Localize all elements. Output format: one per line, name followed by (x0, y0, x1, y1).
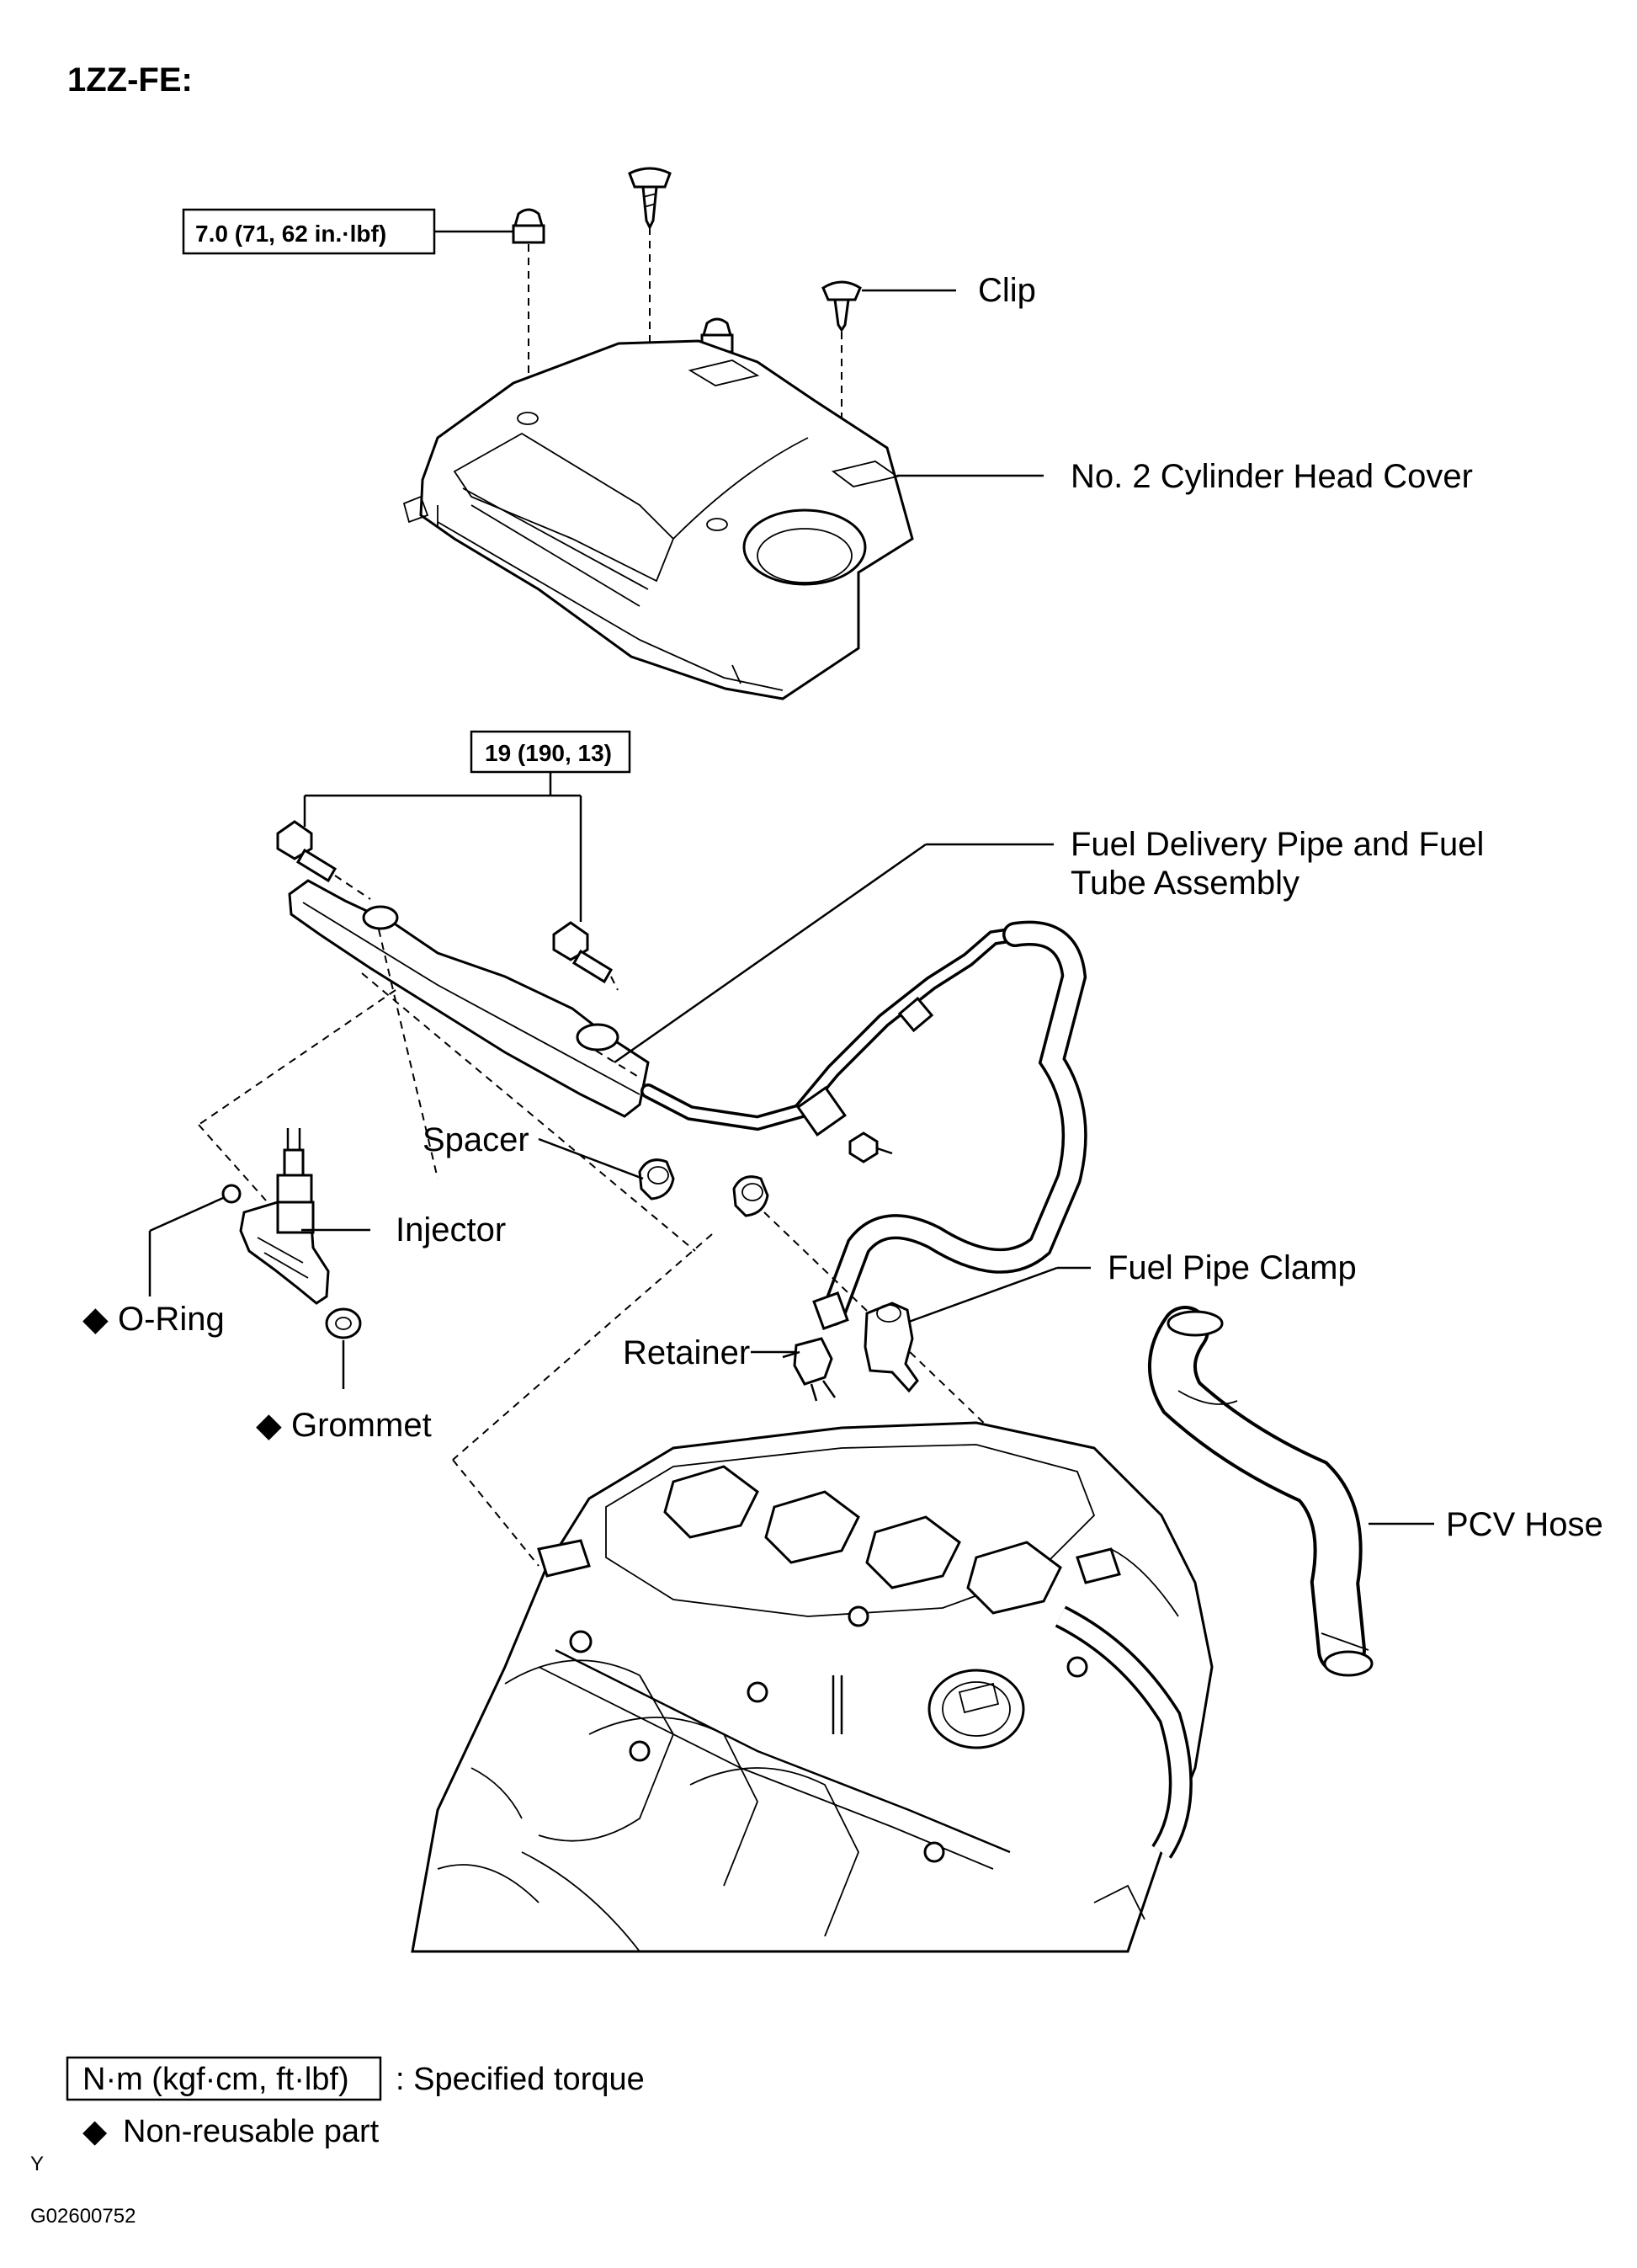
retainer-label: Retainer (623, 1334, 750, 1371)
fuel-tube-icon (640, 920, 1087, 1331)
delivery-pipe-torque-spec: 19 (190, 13) (485, 740, 612, 766)
o-ring-marker: ◆ (82, 1301, 109, 1338)
connector-icon (276, 1128, 313, 1211)
fuel-pipe-clamp-icon (864, 1302, 919, 1393)
head-cover-torque-box (182, 208, 436, 255)
clip-icon (821, 280, 862, 333)
footer-mark: Y (30, 2153, 44, 2175)
spacer-icon (638, 1158, 675, 1201)
engine-model-title: 1ZZ-FE: (67, 61, 193, 98)
grommet-marker: ◆ (256, 1407, 282, 1444)
pcv-hose-icon (1148, 1306, 1374, 1677)
delivery-pipe-torque-box (470, 730, 631, 774)
clip-label: Clip (978, 272, 1036, 309)
legend-torque-box (66, 2056, 382, 2101)
cylinder-head-cover-icon (402, 339, 914, 700)
bolt-icon (276, 820, 337, 883)
pcv-hose-label: PCV Hose (1446, 1506, 1603, 1543)
o-ring-icon (221, 1184, 242, 1204)
bolt-icon (552, 921, 614, 984)
injector-label: Injector (396, 1211, 506, 1248)
delivery-pipe-label-line1: Fuel Delivery Pipe and Fuel (1071, 826, 1484, 863)
legend-non-reusable-desc: Non-reusable part (123, 2114, 380, 2149)
head-cover-torque-spec: 7.0 (71, 62 in.·lbf) (195, 221, 386, 247)
legend-non-reusable-marker: ◆ (82, 2114, 108, 2149)
injector-icon (239, 1201, 330, 1305)
injector-group: Injector ◆ O-Ring ◆ Grommet (82, 1128, 506, 1444)
head-cover-label: No. 2 Cylinder Head Cover (1071, 458, 1473, 495)
grommet-icon (325, 1307, 362, 1339)
legend-torque-units: N·m (kgf·cm, ft·lbf) (82, 2062, 349, 2097)
cap-nut-icon (512, 208, 545, 244)
screw-icon (628, 167, 672, 231)
fuel-pipe-clamp-label: Fuel Pipe Clamp (1108, 1249, 1357, 1286)
head-cover-group: 7.0 (71, 62 in.·lbf) Clip (182, 167, 1473, 700)
delivery-pipe-group: 19 (190, 13) (198, 730, 1484, 1567)
spacer-icon (732, 1175, 769, 1217)
o-ring-label: O-Ring (118, 1301, 225, 1338)
spacer-label: Spacer (423, 1121, 529, 1158)
clamp-group: Retainer Fuel Pipe Clamp (623, 1249, 1357, 1402)
grommet-label: Grommet (291, 1407, 432, 1444)
legend-torque-desc: : Specified torque (396, 2062, 645, 2097)
fuel-delivery-pipe-icon (288, 879, 650, 1179)
pcv-hose-group: PCV Hose (1148, 1306, 1603, 1677)
engine-block-icon (411, 1421, 1214, 1953)
delivery-pipe-label-line2: Tube Assembly (1071, 865, 1300, 902)
retainer-icon (782, 1337, 837, 1402)
figure-code: G02600752 (30, 2205, 136, 2228)
bolt-icon (848, 1131, 893, 1163)
legend: N·m (kgf·cm, ft·lbf) : Specified torque … (66, 2056, 645, 2149)
